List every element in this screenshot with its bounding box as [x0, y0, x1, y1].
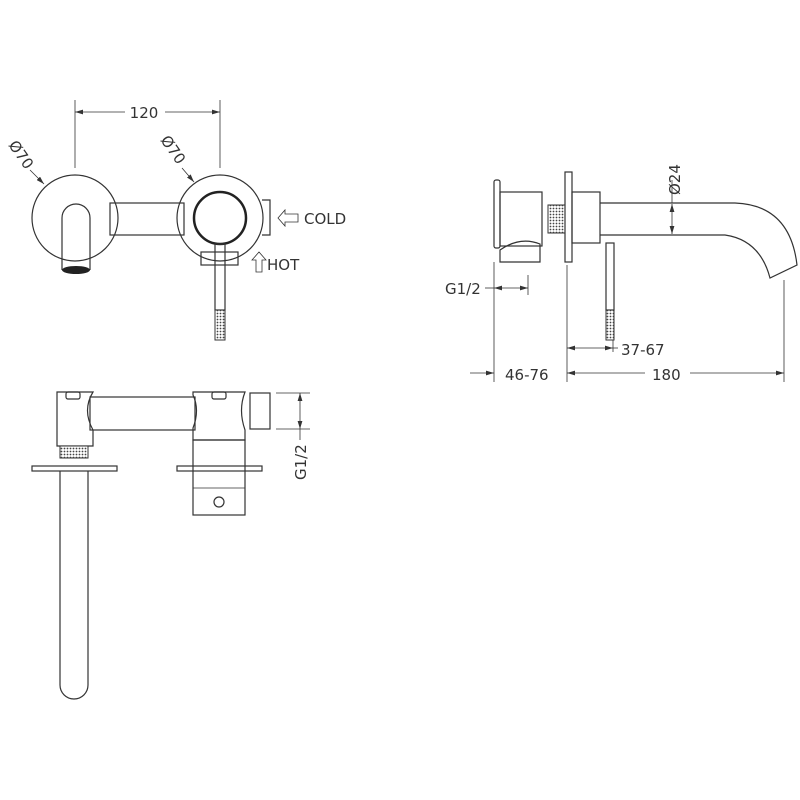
hot-arrow-icon: [251, 251, 267, 273]
spout-plate-diameter: Ø70: [5, 137, 37, 173]
wall-depth-dimension: 46-76: [505, 366, 549, 384]
spout-reach-dimension: 180: [652, 366, 681, 384]
inlet-thread-label: G1/2: [445, 280, 481, 298]
cold-arrow-icon: [277, 208, 299, 228]
bottom-view: G1/2: [31, 391, 310, 700]
hot-label: HOT: [267, 256, 300, 274]
bottom-inlet-thread: G1/2: [292, 444, 310, 480]
spout-diameter: Ø24: [666, 164, 684, 195]
side-view: Ø24 G1/2 37-67 46-76 180: [445, 164, 798, 384]
lever-range-dimension: 37-67: [621, 341, 665, 359]
mixer-plate-diameter: Ø70: [157, 132, 189, 168]
spacing-dimension: 120: [130, 104, 159, 122]
cold-label: COLD: [304, 210, 346, 228]
front-view: 120 Ø70 Ø70 COLD HOT: [5, 100, 346, 341]
